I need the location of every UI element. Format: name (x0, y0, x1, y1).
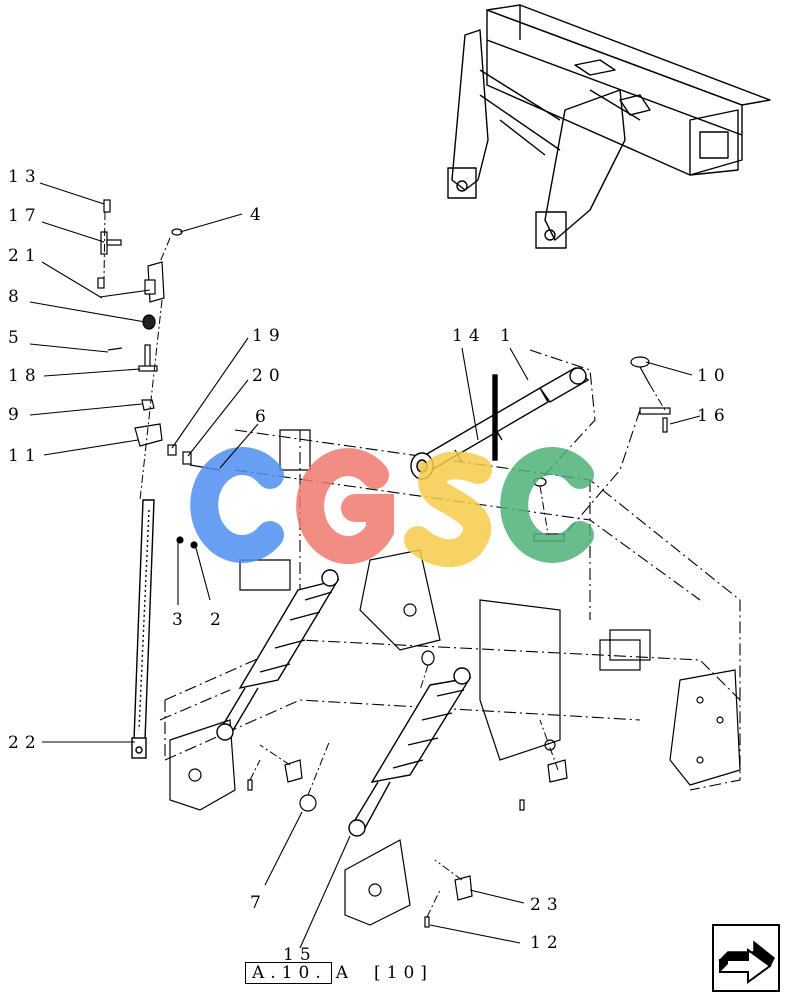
callout-20: 20 (252, 366, 286, 386)
frame-details (169, 429, 741, 926)
callout-1: 1 (500, 326, 517, 346)
callout-14: 14 (452, 326, 486, 346)
callout-23: 23 (530, 895, 564, 915)
leader-lines (29, 182, 701, 949)
left-lift-cylinder (216, 569, 340, 741)
small-parts (97, 199, 671, 928)
callout-12: 12 (530, 933, 564, 953)
callout-15: 15 (283, 945, 317, 965)
watermark-letter-c1 (190, 447, 284, 563)
callout-16: 16 (697, 406, 731, 426)
center-lines (103, 211, 666, 918)
main-frame (159, 349, 741, 791)
callout-10: 10 (697, 366, 731, 386)
callout-19: 19 (252, 326, 286, 346)
next-page-arrow-icon (718, 940, 775, 984)
top-link (410, 367, 590, 480)
callout-7: 7 (250, 893, 267, 913)
callout-17: 17 (8, 206, 42, 226)
section-reference: A.10. A [10] (245, 962, 433, 984)
callout-11: 11 (8, 446, 42, 466)
callout-8: 8 (8, 287, 25, 307)
callout-2: 2 (210, 610, 227, 630)
watermark (190, 447, 594, 568)
callout-18: 18 (8, 366, 42, 386)
callout-5: 5 (8, 328, 25, 348)
callout-labels: 13 17 21 8 5 18 9 11 4 19 20 6 14 1 10 1… (8, 167, 731, 965)
adjusting-rod (131, 499, 155, 759)
watermark-letter-g (296, 448, 394, 565)
right-lift-cylinder (348, 667, 472, 837)
page-reference: [10] (374, 963, 433, 983)
callout-22: 22 (8, 733, 42, 753)
callout-3: 3 (172, 610, 189, 630)
section-reference-box: A.10. (245, 962, 332, 984)
section-reference-suffix: A (335, 963, 354, 983)
overview-assembly (447, 4, 771, 249)
callout-13: 13 (8, 167, 42, 187)
callout-6: 6 (255, 407, 272, 427)
next-page-button[interactable] (712, 924, 780, 992)
callout-4: 4 (250, 205, 267, 225)
watermark-letter-s (404, 451, 492, 568)
callout-9: 9 (8, 405, 25, 425)
callout-21: 21 (8, 246, 42, 266)
watermark-letter-c2 (500, 447, 594, 563)
